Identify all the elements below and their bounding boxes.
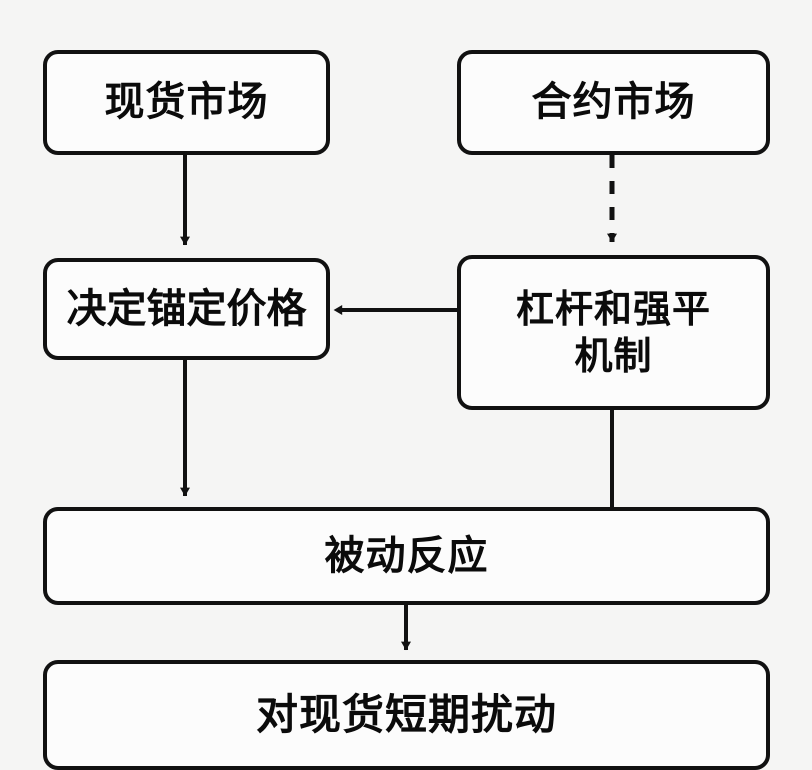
node-spot-market-label: 现货市场 xyxy=(104,79,269,126)
node-spot-disturbance-label: 对现货短期扰动 xyxy=(255,690,557,740)
node-contract-market-label: 合约市场 xyxy=(531,79,696,126)
node-anchor-price[interactable]: 决定锚定价格 xyxy=(43,258,330,360)
node-anchor-price-label: 决定锚定价格 xyxy=(66,285,307,332)
node-spot-disturbance[interactable]: 对现货短期扰动 xyxy=(43,660,770,770)
node-passive-reaction-label: 被动反应 xyxy=(324,532,489,579)
node-passive-reaction[interactable]: 被动反应 xyxy=(43,507,770,605)
node-spot-market[interactable]: 现货市场 xyxy=(43,50,330,155)
flowchart-canvas: 现货市场 合约市场 决定锚定价格 杠杆和强平 机制 被动反应 对现货短期扰动 xyxy=(43,50,770,770)
node-leverage-liquidation[interactable]: 杠杆和强平 机制 xyxy=(457,255,770,410)
node-leverage-liquidation-label: 杠杆和强平 机制 xyxy=(515,287,711,378)
node-contract-market[interactable]: 合约市场 xyxy=(457,50,770,155)
